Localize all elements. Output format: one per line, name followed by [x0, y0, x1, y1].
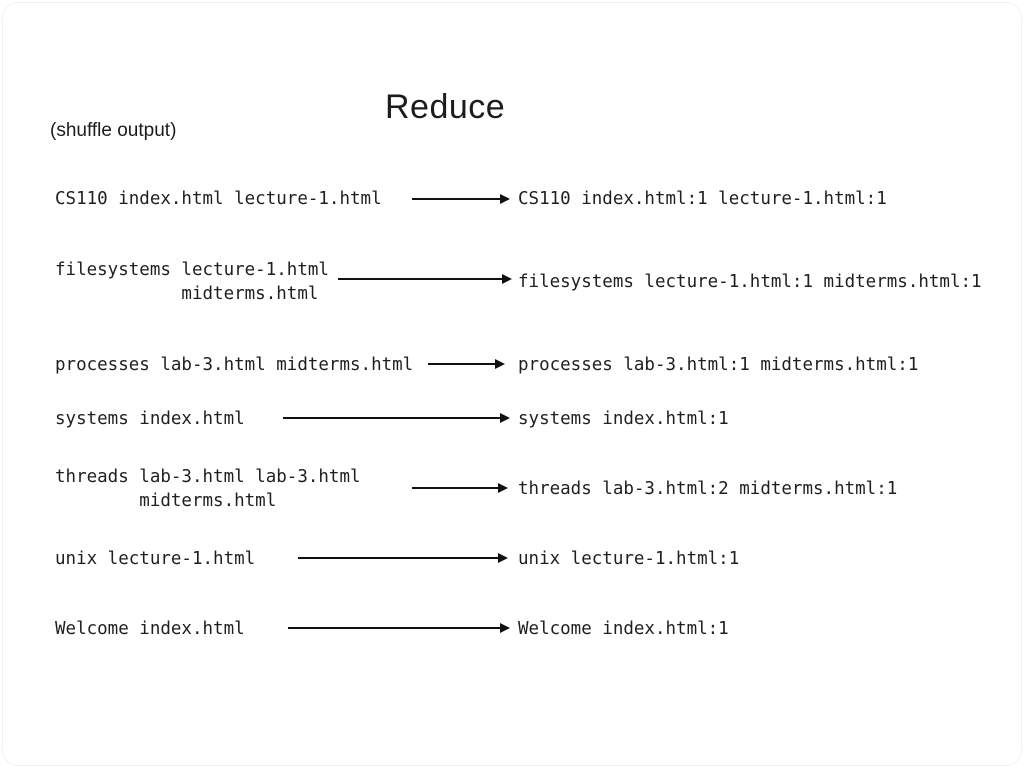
reduce-output-filesystems: filesystems lecture-1.html:1 midterms.ht… — [518, 272, 982, 292]
slide-title: Reduce — [385, 88, 506, 126]
reduce-input-cs110: CS110 index.html lecture-1.html — [55, 189, 382, 209]
shuffle-output-label: (shuffle output) — [50, 120, 177, 141]
arrowhead-icon — [500, 194, 510, 204]
arrowhead-icon — [498, 483, 508, 493]
reduce-output-systems: systems index.html:1 — [518, 409, 729, 429]
arrowhead-icon — [502, 274, 512, 284]
arrow-threads — [412, 483, 508, 493]
reduce-input-systems: systems index.html — [55, 409, 245, 429]
arrowhead-icon — [500, 623, 510, 633]
arrow-unix — [298, 553, 508, 563]
reduce-output-welcome: Welcome index.html:1 — [518, 619, 729, 639]
arrowhead-icon — [495, 359, 505, 369]
arrowhead-icon — [498, 553, 508, 563]
reduce-output-processes: processes lab-3.html:1 midterms.html:1 — [518, 355, 919, 375]
reduce-input-welcome: Welcome index.html — [55, 619, 245, 639]
arrow-cs110 — [412, 194, 510, 204]
reduce-input-processes: processes lab-3.html midterms.html — [55, 355, 414, 375]
arrow-processes — [428, 359, 505, 369]
reduce-output-threads: threads lab-3.html:2 midterms.html:1 — [518, 479, 898, 499]
reduce-input-threads: threads lab-3.html lab-3.html midterms.h… — [55, 467, 361, 511]
reduce-output-cs110: CS110 index.html:1 lecture-1.html:1 — [518, 189, 887, 209]
reduce-input-unix: unix lecture-1.html — [55, 549, 256, 569]
reduce-output-unix: unix lecture-1.html:1 — [518, 549, 740, 569]
arrow-filesystems — [338, 274, 512, 284]
reduce-input-filesystems: filesystems lecture-1.html midterms.html — [55, 260, 329, 304]
arrow-systems — [283, 413, 510, 423]
arrow-welcome — [288, 623, 510, 633]
arrowhead-icon — [500, 413, 510, 423]
